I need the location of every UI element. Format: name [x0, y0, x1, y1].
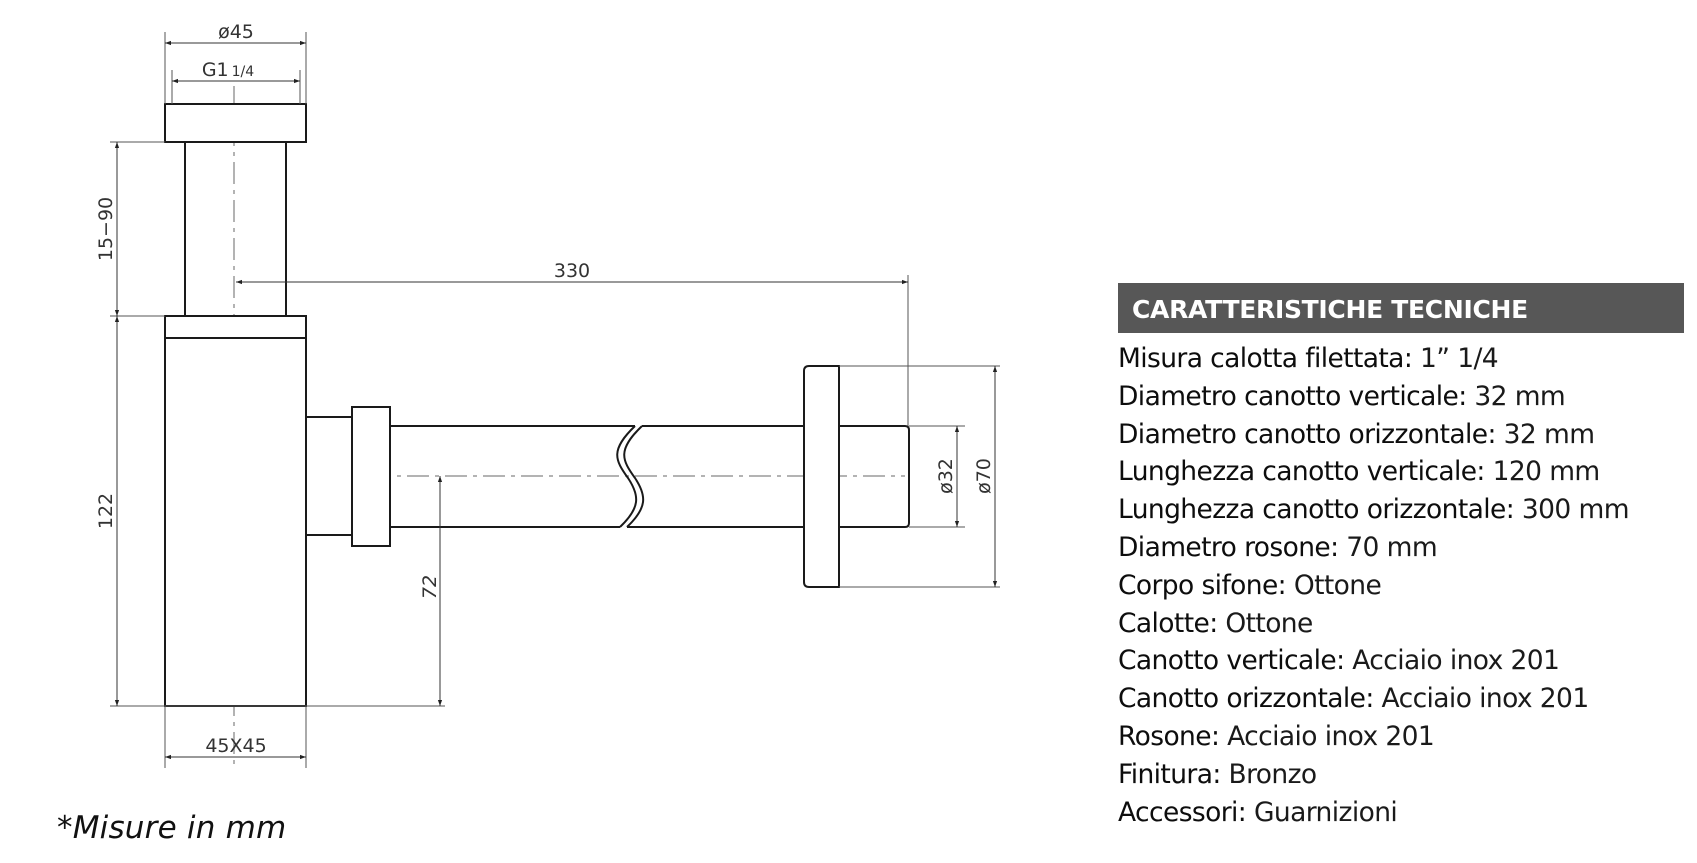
body-collar: [164, 315, 307, 339]
spec-item: Canotto orizzontale: Acciaio inox 201: [1118, 680, 1684, 718]
specs-title: CARATTERISTICHE TECNICHE: [1118, 283, 1684, 333]
units-footnote: *Misure in mm: [57, 810, 287, 846]
spec-value: Bronzo: [1228, 758, 1318, 790]
centerlines: [233, 86, 905, 768]
spec-label: Rosone:: [1118, 720, 1220, 752]
dimension-lines: [114, 40, 998, 760]
spec-value: Acciaio inox 201: [1381, 683, 1590, 715]
technical-specs-panel: CARATTERISTICHE TECNICHE Misura calotta …: [1118, 283, 1684, 831]
dim-thread-fraction: 1/4: [232, 64, 255, 80]
dim-pipe-diameter: ø32: [935, 458, 957, 494]
spec-label: Canotto orizzontale:: [1118, 683, 1374, 715]
dim-body-height: 122: [95, 493, 117, 529]
spec-item: Rosone: Acciaio inox 201: [1118, 718, 1684, 756]
siphon-outline: [164, 103, 910, 707]
spec-label: Misura calotta filettata:: [1118, 343, 1413, 374]
spec-label: Lunghezza canotto verticale:: [1118, 456, 1485, 488]
dim-outlet-height: 72: [419, 575, 441, 599]
spec-value: 70 mm: [1346, 531, 1438, 563]
spec-item: Finitura: Bronzo: [1118, 756, 1684, 794]
outlet-nut: [351, 406, 391, 547]
spec-label: Diametro canotto verticale:: [1118, 380, 1467, 412]
spec-item: Misura calotta filettata: 1” 1/4: [1118, 340, 1684, 378]
dim-horizontal-length: 330: [554, 260, 590, 282]
dim-thread-main: G1: [202, 59, 229, 81]
spec-label: Diametro rosone:: [1118, 531, 1339, 563]
spec-value: 32 mm: [1474, 380, 1566, 412]
spec-label: Lunghezza canotto orizzontale:: [1118, 494, 1515, 526]
wall-rosette: [803, 365, 840, 588]
spec-label: Finitura:: [1118, 758, 1221, 790]
spec-label: Diametro canotto orizzontale:: [1118, 418, 1496, 450]
dim-body-section: 45X45: [205, 735, 266, 757]
spec-item: Lunghezza canotto verticale: 120 mm: [1118, 453, 1684, 491]
spec-value: 1” 1/4: [1419, 343, 1499, 374]
spec-value: 120 mm: [1492, 456, 1601, 488]
dim-adjustable-height: 15−90: [95, 197, 117, 261]
spec-value: Acciaio inox 201: [1227, 720, 1435, 752]
spec-value: Guarnizioni: [1253, 796, 1398, 828]
extension-lines: [110, 32, 1000, 768]
specs-list: Misura calotta filettata: 1” 1/4 Diametr…: [1118, 340, 1684, 831]
spec-value: Acciaio inox 201: [1352, 645, 1560, 677]
spec-item: Canotto verticale: Acciaio inox 201: [1118, 642, 1684, 680]
spec-item: Lunghezza canotto orizzontale: 300 mm: [1118, 491, 1684, 529]
spec-value: Ottone: [1293, 569, 1382, 601]
spec-item: Corpo sifone: Ottone: [1118, 567, 1684, 605]
spec-value: 32 mm: [1503, 418, 1595, 450]
outlet-stub: [305, 416, 353, 536]
spec-item: Calotte: Ottone: [1118, 605, 1684, 643]
dim-cap-diameter: ø45: [218, 21, 254, 43]
dim-rosette-diameter: ø70: [973, 458, 995, 494]
spec-item: Accessori: Guarnizioni: [1118, 794, 1684, 832]
siphon-body: [164, 337, 307, 707]
spec-value: 300 mm: [1521, 494, 1630, 526]
spec-label: Accessori:: [1118, 796, 1247, 828]
spec-item: Diametro rosone: 70 mm: [1118, 529, 1684, 567]
spec-item: Diametro canotto verticale: 32 mm: [1118, 378, 1684, 416]
spec-label: Calotte:: [1118, 607, 1218, 639]
top-cap: [164, 103, 307, 143]
spec-label: Corpo sifone:: [1118, 569, 1287, 601]
spec-value: Ottone: [1225, 607, 1313, 639]
spec-label: Canotto verticale:: [1118, 645, 1345, 677]
spec-item: Diametro canotto orizzontale: 32 mm: [1118, 416, 1684, 454]
